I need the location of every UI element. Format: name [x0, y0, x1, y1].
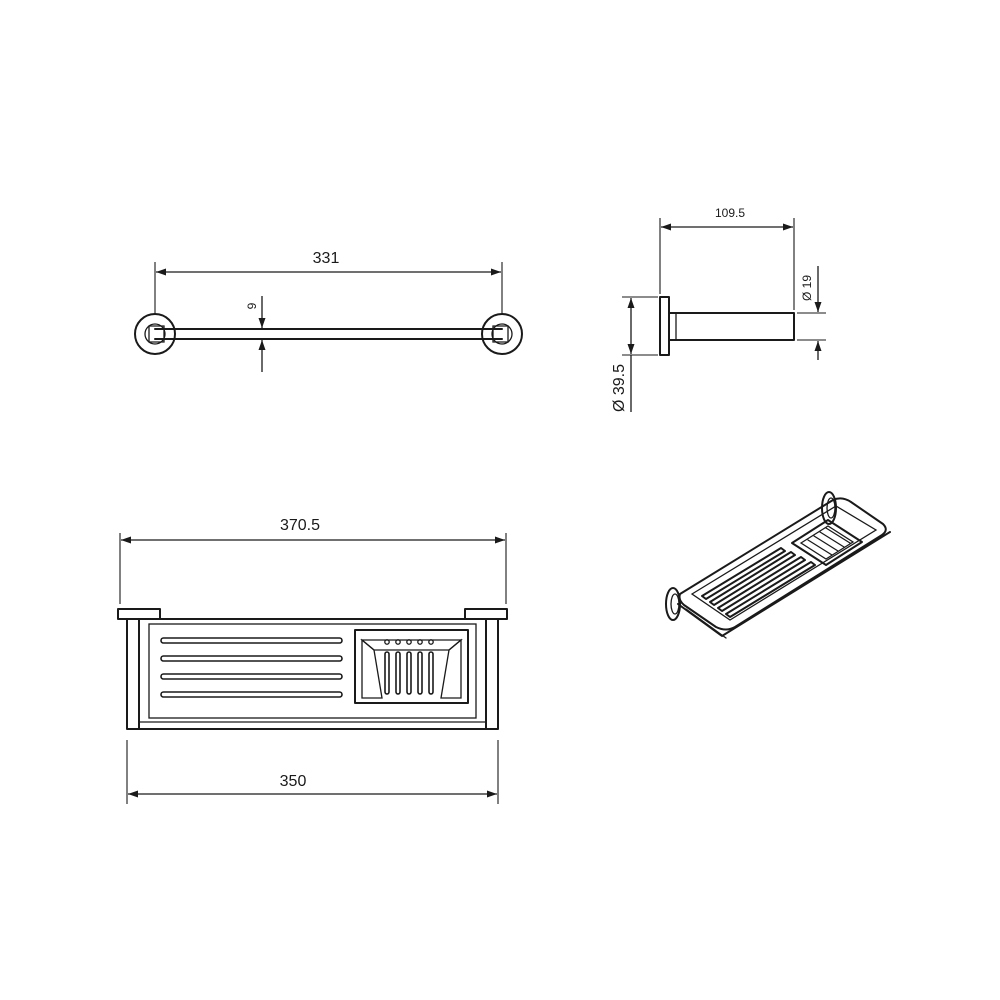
soap-dot-1: [384, 639, 390, 645]
soap-dot-3: [406, 639, 412, 645]
iso-soap-slot-2: [813, 535, 839, 552]
side-view: 109.5 Ø 19 Ø 39.5: [611, 206, 826, 412]
tray-body: [138, 618, 487, 730]
soap-dot-2: [395, 639, 401, 645]
dim-label-3705: 370.5: [280, 517, 320, 534]
soap-slot-4: [417, 651, 423, 695]
iso-tray-outline: [678, 497, 887, 631]
tray-slot-1: [160, 637, 343, 644]
soap-dish-right-wall: [440, 638, 462, 699]
soap-slot-3: [406, 651, 412, 695]
iso-slot-4: [725, 561, 816, 618]
iso-soap-inner: [799, 525, 855, 560]
side-tube: [668, 312, 795, 341]
left-post: [148, 325, 165, 343]
tray-left-cap: [117, 608, 161, 620]
tray-slot-3: [160, 673, 343, 680]
tray-slot-2: [160, 655, 343, 662]
dim-label-395: Ø 39.5: [611, 364, 628, 412]
iso-soap-slot-4: [825, 527, 851, 544]
rail-bar: [154, 328, 503, 340]
right-post: [492, 325, 509, 343]
iso-left-rose: [665, 587, 681, 621]
soap-slot-5: [428, 651, 434, 695]
tray-slot-4: [160, 691, 343, 698]
iso-slot-3: [717, 556, 806, 612]
soap-slot-1: [384, 651, 390, 695]
soap-slot-2: [395, 651, 401, 695]
iso-slot-2: [709, 551, 796, 606]
dim-label-350: 350: [280, 773, 307, 790]
iso-front-rail: [677, 531, 891, 637]
right-rose: [481, 313, 523, 355]
tray-inner-panel: [148, 623, 477, 719]
dim-label-1095: 109.5: [715, 206, 745, 220]
dim-label-9: 9: [245, 302, 259, 309]
iso-soap-slot-3: [819, 531, 845, 548]
isometric-view: [665, 491, 891, 639]
iso-soap-dish: [791, 519, 863, 566]
side-rose: [659, 296, 670, 356]
soap-dish-frame: [354, 629, 469, 704]
dim-label-331: 331: [313, 250, 340, 267]
tray-right-cap: [464, 608, 508, 620]
left-rose: [134, 313, 176, 355]
tray-left-post: [126, 618, 140, 730]
soap-dot-5: [428, 639, 434, 645]
iso-soap-frame: [791, 519, 863, 566]
top-front-view: 331 9: [134, 250, 523, 372]
iso-right-rose: [821, 491, 837, 525]
iso-slot-1: [701, 547, 786, 600]
right-rose-inner: [491, 323, 513, 345]
iso-soap-slot-1: [807, 539, 833, 556]
tray-front-view: 370.5: [117, 517, 508, 804]
iso-front-rail-lower: [685, 608, 727, 639]
tray-right-post: [485, 618, 499, 730]
left-rose-inner: [144, 323, 166, 345]
dim-label-19: Ø 19: [800, 275, 814, 301]
soap-dot-4: [417, 639, 423, 645]
soap-dish-front: [354, 629, 469, 704]
soap-dish-left-wall: [361, 638, 383, 699]
iso-tray-inner: [690, 505, 878, 621]
iso-right-rose-inner: [826, 497, 836, 519]
